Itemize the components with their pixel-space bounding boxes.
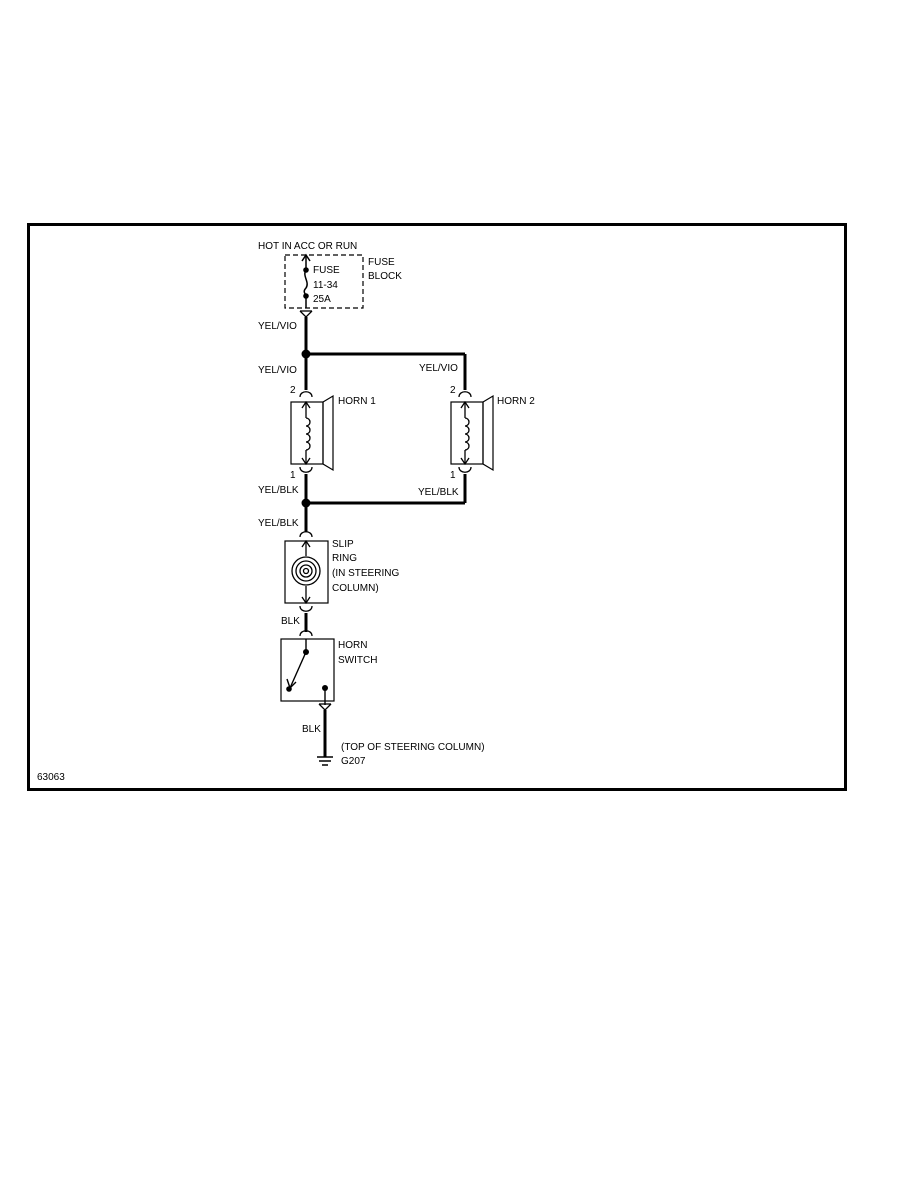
wire-label-to-horn-switch: BLK — [281, 616, 300, 627]
horn2-connector-bottom — [458, 466, 472, 473]
horn-switch-icon — [286, 639, 326, 705]
horn1-connector-top — [299, 391, 313, 398]
fuse-terminal-top — [303, 267, 309, 273]
fuse-terminal-bottom — [303, 293, 309, 299]
ground-location: (TOP OF STEERING COLUMN) — [341, 742, 485, 753]
ground-id: G207 — [341, 756, 366, 767]
power-source-label: HOT IN ACC OR RUN — [258, 241, 357, 252]
feed-wires — [304, 317, 467, 390]
horn1-name: HORN 1 — [338, 396, 376, 407]
fuse-name: FUSE — [313, 265, 340, 276]
horn1-coil-icon — [301, 400, 311, 466]
horn2-coil-icon — [460, 400, 470, 466]
fuse-number: 11-34 — [313, 280, 338, 291]
horn-switch-contact-top — [303, 649, 309, 655]
return-wires — [304, 474, 467, 532]
slip-ring-connector-top — [299, 531, 313, 538]
fuse-block-outline — [284, 254, 364, 309]
diagram-frame — [27, 223, 847, 791]
fuse-block-label-line2: BLOCK — [368, 271, 402, 282]
figure-id: 63063 — [37, 772, 65, 783]
slip-ring-icon — [291, 539, 321, 605]
horn1-pin-bottom: 1 — [290, 470, 296, 481]
wire-label-horn1-feed: YEL/VIO — [258, 365, 297, 376]
horn-switch-contact-moving — [286, 686, 292, 692]
horn1-body — [290, 401, 324, 465]
horn-switch-label-line2: SWITCH — [338, 655, 377, 666]
slip-ring-label-line3: (IN STEERING — [332, 568, 399, 579]
wire-label-to-slip-ring: YEL/BLK — [258, 518, 299, 529]
horn-switch-label-line1: HORN — [338, 640, 367, 651]
horn2-pin-top: 2 — [450, 385, 456, 396]
slip-ring-label-line4: COLUMN) — [332, 583, 379, 594]
horn1-pin-top: 2 — [290, 385, 296, 396]
ground-icon — [317, 756, 333, 766]
wire-label-horn1-return: YEL/BLK — [258, 485, 299, 496]
wire-label-fuse-out: YEL/VIO — [258, 321, 297, 332]
horn2-pin-bottom: 1 — [450, 470, 456, 481]
fuse-rating: 25A — [313, 294, 331, 305]
horn-switch-body — [280, 638, 335, 702]
horn2-name: HORN 2 — [497, 396, 535, 407]
horn-switch-contact-ground — [322, 685, 328, 691]
horn1-connector-bottom — [299, 466, 313, 473]
return-splice — [301, 498, 311, 508]
horn2-bell — [482, 394, 494, 472]
fuse-block-label-line1: FUSE — [368, 257, 395, 268]
feed-splice — [301, 349, 311, 359]
horn-switch-connector-top — [299, 630, 313, 637]
wire-label-horn2-feed: YEL/VIO — [419, 363, 458, 374]
horn2-connector-top — [458, 391, 472, 398]
fuse-connector-symbol — [299, 310, 313, 318]
slip-ring-label-line1: SLIP — [332, 539, 354, 550]
slip-ring-label-line2: RING — [332, 553, 357, 564]
horn1-bell — [322, 394, 334, 472]
wire-label-horn2-return: YEL/BLK — [418, 487, 459, 498]
wire-label-to-ground: BLK — [302, 724, 321, 735]
fuse-symbol — [301, 253, 311, 308]
slip-ring-connector-bottom — [299, 605, 313, 612]
